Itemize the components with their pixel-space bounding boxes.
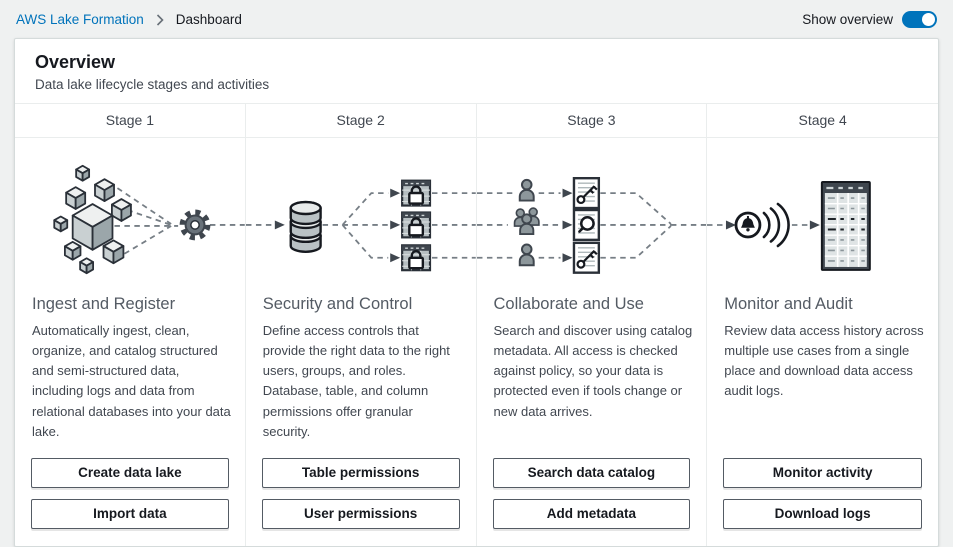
data-cubes-to-gear-icon — [15, 138, 245, 288]
stage-4-heading: Monitor and Audit — [724, 295, 853, 313]
catalog-key-document-icon — [572, 176, 600, 210]
breadcrumb-link-lake-formation[interactable]: AWS Lake Formation — [16, 12, 144, 27]
stage-2-description: Define access controls that provide the … — [262, 323, 450, 439]
lock-table-icon — [400, 244, 431, 272]
stage-1-description: Automatically ingest, clean, organize, a… — [32, 323, 231, 439]
stage-1-header: Stage 1 — [15, 104, 246, 137]
stage-2-buttons: Table permissions User permissions — [261, 442, 460, 529]
alarm-bell-icon — [734, 211, 762, 239]
stage-2-header: Stage 2 — [246, 104, 477, 137]
toggle-knob — [922, 13, 935, 26]
breadcrumb: AWS Lake Formation Dashboard — [16, 12, 242, 27]
breadcrumb-chevron-icon — [156, 13, 164, 26]
user-icon — [518, 243, 535, 267]
stage-grid: Ingest and Register Automatically ingest… — [15, 138, 938, 546]
stage-3-column: Collaborate and Use Search and discover … — [476, 138, 708, 546]
show-overview-toggle[interactable] — [902, 11, 937, 28]
stage-1-buttons: Create data lake Import data — [31, 442, 229, 529]
catalog-search-document-icon — [572, 208, 600, 242]
stage-2-column: Security and Control Define access contr… — [245, 138, 477, 546]
page-title: Overview — [35, 52, 116, 72]
overview-panel-header: Overview Data lake lifecycle stages and … — [15, 39, 938, 103]
lock-table-icon — [400, 179, 431, 207]
alarm-to-audit-table-icon — [707, 181, 872, 271]
stage-1-heading: Ingest and Register — [32, 295, 176, 313]
gear-icon — [179, 209, 211, 241]
stage-4-description: Review data access history across multip… — [724, 323, 924, 399]
page-subtitle: Data lake lifecycle stages and activitie… — [35, 77, 270, 92]
show-overview-label: Show overview — [802, 12, 893, 27]
search-data-catalog-button[interactable]: Search data catalog — [492, 457, 691, 488]
monitor-activity-button[interactable]: Monitor activity — [723, 457, 922, 488]
stage-4-header: Stage 4 — [798, 112, 847, 128]
audit-table-icon — [821, 181, 872, 271]
download-logs-button[interactable]: Download logs — [723, 498, 922, 529]
stage-4-column: Monitor and Audit Review data access his… — [707, 138, 938, 546]
add-metadata-button[interactable]: Add metadata — [492, 498, 691, 529]
users-to-catalog-documents-icon — [476, 176, 707, 274]
import-data-button[interactable]: Import data — [31, 498, 229, 529]
user-icon — [518, 178, 535, 202]
stage-1-column: Ingest and Register Automatically ingest… — [15, 138, 246, 546]
stage-3-header: Stage 3 — [477, 104, 708, 137]
database-to-locked-tables-icon — [245, 179, 476, 272]
show-overview-control: Show overview — [802, 11, 937, 28]
stage-2-heading: Security and Control — [262, 295, 413, 313]
stage-3-description: Search and discover using catalog metada… — [493, 323, 693, 419]
stage-4-buttons: Monitor activity Download logs — [723, 442, 922, 529]
stage-3-heading: Collaborate and Use — [493, 295, 644, 313]
database-icon — [289, 200, 322, 253]
top-bar: AWS Lake Formation Dashboard Show overvi… — [0, 0, 953, 38]
stage-3-buttons: Search data catalog Add metadata — [492, 442, 691, 529]
lock-table-icon — [400, 211, 431, 239]
create-data-lake-button[interactable]: Create data lake — [31, 457, 229, 488]
breadcrumb-current: Dashboard — [175, 12, 242, 27]
catalog-key-document-icon — [572, 241, 600, 274]
sound-waves-icon — [762, 202, 791, 248]
stage-header-row: Stage 1 Stage 2 Stage 3 Stage 4 — [15, 103, 938, 138]
overview-panel: Overview Data lake lifecycle stages and … — [14, 38, 939, 547]
table-permissions-button[interactable]: Table permissions — [261, 457, 460, 488]
user-permissions-button[interactable]: User permissions — [261, 498, 460, 529]
users-group-icon — [513, 207, 540, 235]
